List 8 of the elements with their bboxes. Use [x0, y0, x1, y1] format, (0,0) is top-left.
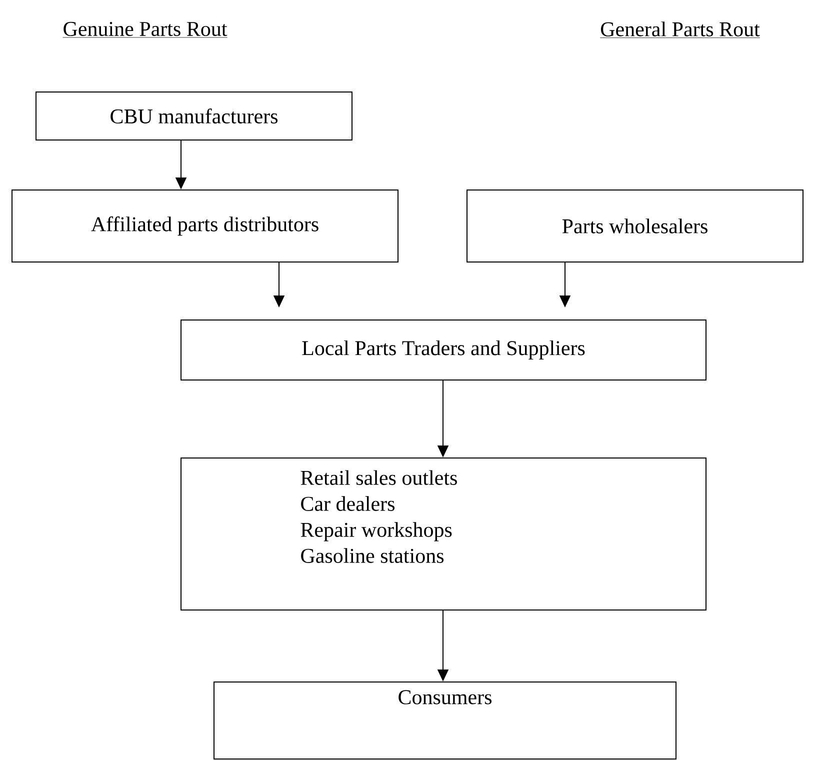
process-box: Local Parts Traders and Suppliers [180, 319, 706, 380]
process-box: Parts wholesalers [466, 189, 804, 262]
process-box: CBU manufacturers [36, 92, 352, 140]
process-box: Retail sales outlets Car dealers Repair workshops Gasoline stations [180, 457, 706, 610]
column-heading: General Parts Rout [600, 22, 760, 38]
column-heading: Genuine Parts Rout [62, 22, 228, 38]
process-box: Affiliated parts distributors [12, 189, 398, 262]
process-box: Consumers [214, 681, 676, 760]
